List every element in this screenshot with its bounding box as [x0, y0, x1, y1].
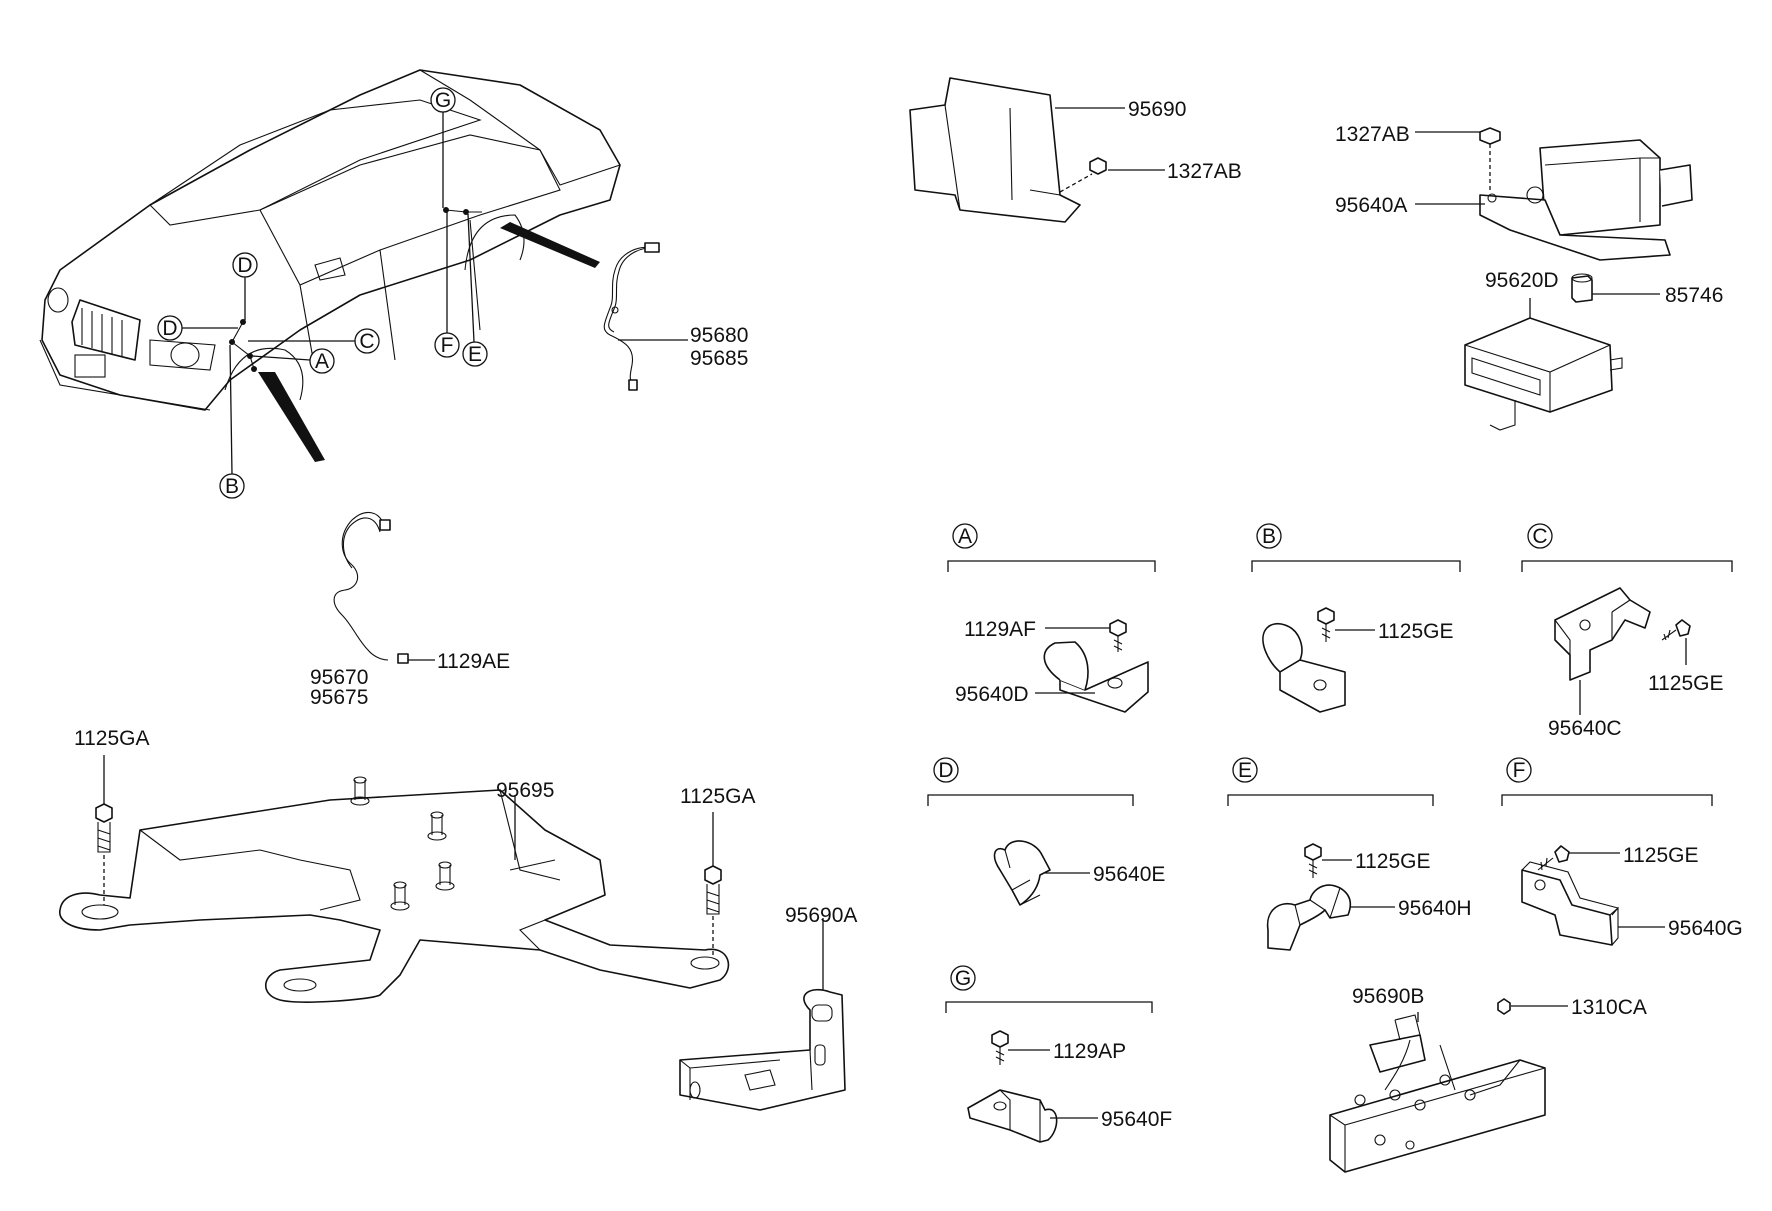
- section-d-letter: D: [938, 759, 953, 782]
- section-e: E: [1227, 757, 1434, 951]
- label-1129af: 1129AF: [964, 618, 1036, 641]
- label-95695: 95695: [496, 779, 554, 802]
- label-1125ge-e: 1125GE: [1355, 850, 1431, 873]
- bracket-95690b: [1329, 1012, 1546, 1173]
- label-95640h: 95640H: [1398, 897, 1472, 920]
- rear-sensor-cable: [603, 242, 688, 391]
- label-95690a: 95690A: [785, 904, 857, 927]
- label-95640a: 95640A: [1335, 194, 1407, 217]
- module-95620d: [1464, 273, 1660, 431]
- label-95675: 95675: [310, 686, 368, 709]
- sensor-95640a: [1415, 127, 1693, 261]
- label-95640c: 95640C: [1548, 717, 1622, 740]
- label-1125ge-b: 1125GE: [1378, 620, 1454, 643]
- section-f-letter: F: [1513, 759, 1526, 782]
- callout-e: E: [468, 343, 482, 366]
- label-95640e: 95640E: [1093, 863, 1165, 886]
- bracket-95695: [59, 755, 730, 1003]
- section-e-letter: E: [1238, 759, 1252, 782]
- callout-c: C: [359, 330, 374, 353]
- callout-a: A: [315, 350, 329, 373]
- label-95640g: 95640G: [1668, 917, 1743, 940]
- section-f: F: [1501, 757, 1713, 946]
- section-c-letter: C: [1532, 525, 1547, 548]
- label-95670: 95670: [310, 666, 368, 689]
- callout-f: F: [441, 334, 454, 357]
- label-1129ap: 1129AP: [1053, 1040, 1126, 1063]
- callout-d-upper: D: [237, 254, 252, 277]
- label-1125ge-c: 1125GE: [1648, 672, 1724, 695]
- section-d: D: [927, 757, 1134, 906]
- section-b-letter: B: [1262, 525, 1276, 548]
- label-95690b: 95690B: [1352, 985, 1424, 1008]
- front-sensor-cable: [333, 511, 435, 664]
- section-g: G: [945, 965, 1153, 1143]
- label-95620d: 95620D: [1485, 269, 1559, 292]
- label-1327ab-center: 1327AB: [1167, 160, 1242, 183]
- label-95640f: 95640F: [1101, 1108, 1172, 1131]
- section-b: B: [1251, 523, 1461, 713]
- label-1310ca: 1310CA: [1571, 996, 1647, 1019]
- label-95680: 95680: [690, 324, 748, 347]
- section-c: C: [1521, 523, 1733, 715]
- label-1125ga-left: 1125GA: [74, 727, 150, 750]
- callout-g: G: [435, 89, 451, 112]
- label-1125ge-f: 1125GE: [1623, 844, 1699, 867]
- label-95640d: 95640D: [955, 683, 1029, 706]
- section-a: A: [947, 523, 1156, 713]
- nut-1310ca: [1497, 998, 1568, 1015]
- car-illustration: [39, 69, 621, 462]
- label-85746: 85746: [1665, 284, 1723, 307]
- bracket-95690: [909, 77, 1165, 223]
- car-callouts: G D D C A B F E: [157, 87, 488, 499]
- callout-d-lower: D: [162, 317, 177, 340]
- label-1327ab-right: 1327AB: [1335, 123, 1410, 146]
- section-g-letter: G: [955, 967, 971, 990]
- callout-b: B: [225, 475, 239, 498]
- label-1125ga-right: 1125GA: [680, 785, 756, 808]
- bracket-95690a: [679, 918, 846, 1111]
- section-a-letter: A: [958, 525, 972, 548]
- label-1129ae: 1129AE: [437, 650, 510, 673]
- label-95685: 95685: [690, 347, 748, 370]
- label-95690: 95690: [1128, 98, 1186, 121]
